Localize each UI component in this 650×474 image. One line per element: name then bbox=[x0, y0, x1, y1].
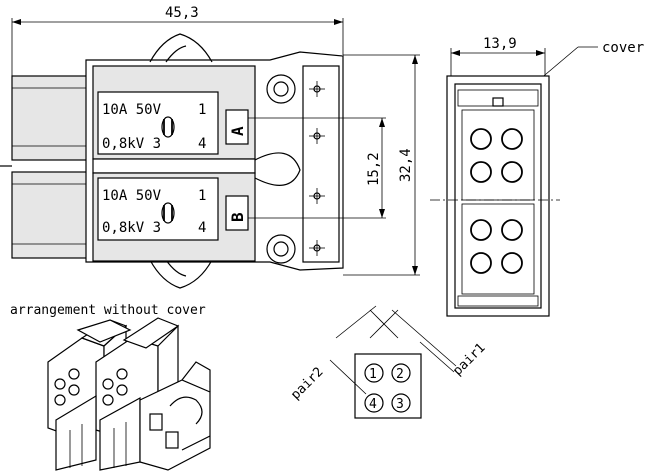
pair2-label: pair2 bbox=[288, 365, 326, 403]
contact-marks bbox=[309, 81, 325, 256]
side-view: 13,9 cover bbox=[430, 36, 644, 317]
module-b-letter: B bbox=[228, 212, 247, 222]
pin-diagram: pair2 pair1 1 2 4 3 bbox=[288, 305, 489, 419]
module-b-current-rating: 10A 50V bbox=[102, 188, 162, 204]
dim-width-label: 45,3 bbox=[165, 5, 199, 21]
cover-label: cover bbox=[602, 40, 644, 56]
dim-pitch-label: 15,2 bbox=[366, 152, 382, 186]
module-b-logo-icon bbox=[161, 202, 175, 224]
pin-4: 4 bbox=[369, 397, 377, 412]
module-a-letter: A bbox=[228, 126, 247, 136]
pair1-label: pair1 bbox=[450, 341, 488, 379]
module-a-pin-top: 1 bbox=[198, 102, 206, 118]
screw-bottom-icon bbox=[266, 234, 296, 264]
module-a-logo-icon bbox=[161, 116, 175, 138]
module-b-pin-top: 1 bbox=[198, 188, 206, 204]
arrangement-caption: arrangement without cover bbox=[10, 303, 206, 318]
pin-3: 3 bbox=[396, 397, 404, 412]
module-b-pin-bottom: 4 bbox=[198, 220, 206, 236]
side-pin-array bbox=[470, 128, 523, 274]
pin-1: 1 bbox=[369, 367, 377, 382]
isometric-arrangement bbox=[47, 317, 211, 471]
front-view: 45,3 10A 50V 0,8kV 3 1 4 A bbox=[0, 5, 420, 289]
module-a-current-rating: 10A 50V bbox=[102, 102, 162, 118]
dim-side-width-label: 13,9 bbox=[483, 36, 517, 52]
module-a-pin-bottom: 4 bbox=[198, 136, 206, 152]
module-a-voltage-rating: 0,8kV 3 bbox=[102, 136, 161, 152]
module-b-voltage-rating: 0,8kV 3 bbox=[102, 220, 161, 236]
pin-2: 2 bbox=[396, 367, 404, 382]
dim-height-label: 32,4 bbox=[398, 148, 414, 182]
screw-top-icon bbox=[266, 74, 296, 104]
